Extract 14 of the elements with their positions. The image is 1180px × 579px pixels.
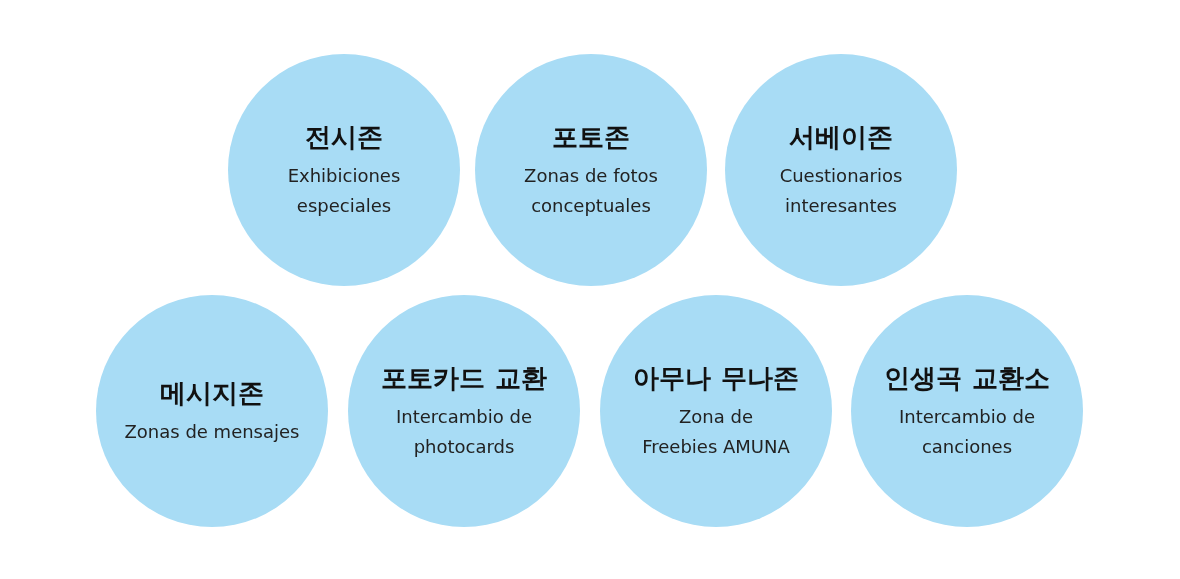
zone-title: 메시지존 bbox=[160, 376, 264, 410]
zone-title: 포토카드 교환 bbox=[381, 361, 547, 395]
zone-title: 인생곡 교환소 bbox=[884, 361, 1050, 395]
zone-description: Zonas de mensajes bbox=[123, 419, 301, 444]
zone-title: 아무나 무나존 bbox=[633, 361, 799, 395]
zone-description: Intercambio de canciones bbox=[898, 404, 1036, 459]
zone-title: 포토존 bbox=[552, 120, 630, 154]
zone-description: Exhibiciones especiales bbox=[286, 163, 402, 218]
zone-description: Zona de Freebies AMUNA bbox=[641, 404, 791, 459]
zone-description: Cuestionarios interesantes bbox=[778, 163, 904, 218]
zone-title: 서베이존 bbox=[789, 120, 893, 154]
zone-title: 전시존 bbox=[305, 120, 383, 154]
zone-description: Intercambio de photocards bbox=[395, 404, 533, 459]
zone-description: Zonas de fotos conceptuales bbox=[523, 163, 659, 218]
